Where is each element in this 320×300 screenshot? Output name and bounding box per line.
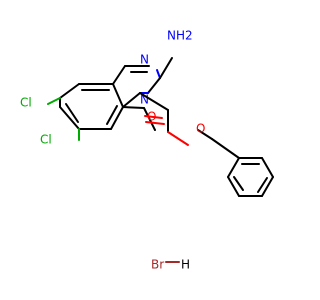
bond <box>227 176 240 197</box>
ring-nitrogen-3: N <box>140 93 149 107</box>
bond <box>197 129 213 140</box>
hydrogen-label: H <box>181 258 190 272</box>
carbonyl-oxygen-label: O <box>147 110 156 124</box>
bond <box>167 131 189 146</box>
bond <box>261 157 274 178</box>
bromine-label: Br <box>151 258 164 272</box>
benzo-ring <box>59 83 124 130</box>
bond <box>211 138 240 159</box>
ring-nitrogen-1: N <box>140 53 149 67</box>
hydrobromide-salt: Br H <box>151 258 190 272</box>
phenyl-ring <box>227 157 274 197</box>
double-bond <box>65 103 79 123</box>
bond <box>112 83 124 108</box>
bond <box>59 83 80 99</box>
bond <box>159 57 173 79</box>
chloro-substituents: Cl Cl <box>20 96 80 147</box>
bond <box>139 92 169 111</box>
bond <box>110 106 124 130</box>
double-bond <box>144 115 163 119</box>
bond <box>145 121 165 125</box>
double-bond <box>257 177 268 193</box>
chlorine-5-label: Cl <box>40 133 52 147</box>
bond <box>227 157 240 178</box>
bond <box>156 69 161 79</box>
bond <box>122 106 145 109</box>
amine-label: NH2 <box>167 29 193 43</box>
double-bond <box>106 105 118 125</box>
chlorine-6-label: Cl <box>20 96 32 110</box>
bond <box>147 77 161 94</box>
amine-group: NH2 N N <box>140 29 193 107</box>
dihydroquinazoline-ring <box>112 65 161 131</box>
bond <box>261 176 274 197</box>
bond <box>122 92 141 108</box>
bond <box>112 65 126 85</box>
bond <box>143 107 156 131</box>
molecule-structure: NH2 N N Cl Cl O O <box>20 29 274 272</box>
ester-chain: O O <box>139 92 240 159</box>
bond <box>47 97 61 105</box>
double-bond <box>233 176 244 191</box>
structure-canvas: NH2 N N Cl Cl O O <box>20 28 274 272</box>
ester-oxygen-label: O <box>196 122 205 136</box>
bond <box>59 106 80 130</box>
